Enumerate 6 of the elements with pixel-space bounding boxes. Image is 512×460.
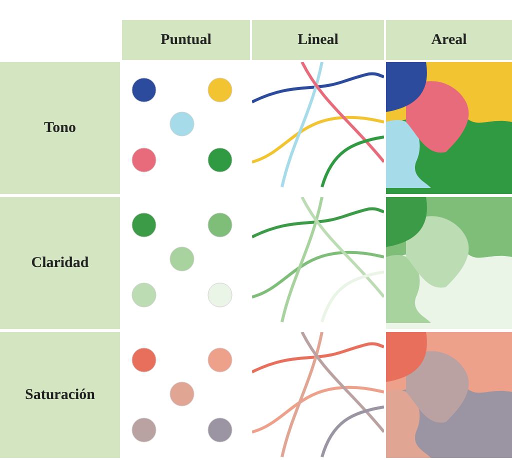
column-header: Puntual — [160, 32, 212, 48]
row-header: Saturación — [24, 386, 95, 404]
column-header: Areal — [431, 32, 467, 48]
row-header: Claridad — [31, 254, 89, 272]
column-header: Lineal — [298, 32, 338, 48]
row-header: Tono — [44, 120, 76, 136]
